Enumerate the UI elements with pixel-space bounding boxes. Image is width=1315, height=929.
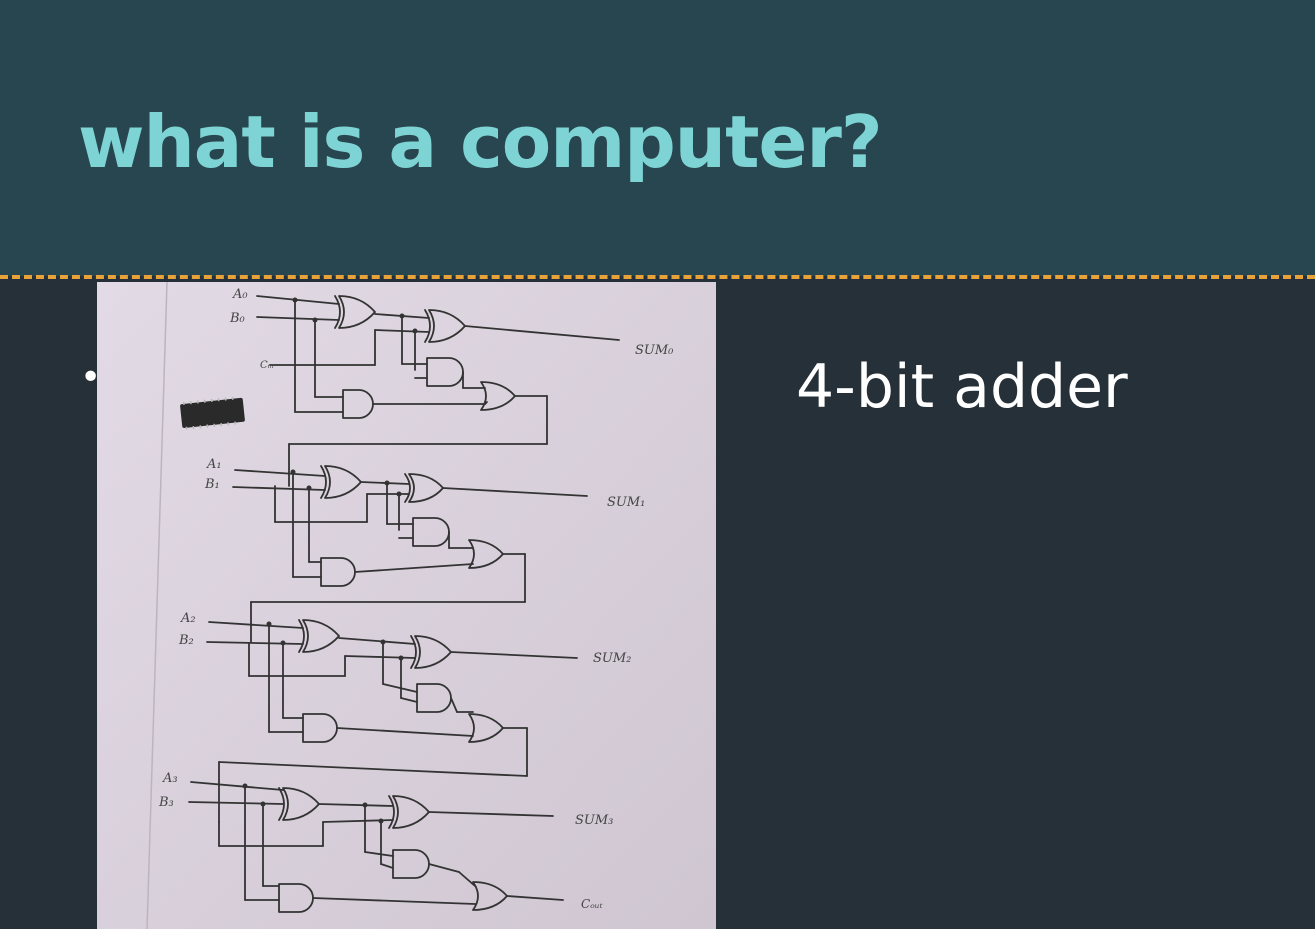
full-adder-stage-2 — [206, 619, 578, 823]
full-adder-stage-3 — [188, 781, 564, 913]
label-cout: Cₒᵤₜ — [581, 897, 603, 911]
label-sum2: SUM₂ — [593, 651, 631, 666]
ic-chip — [180, 396, 245, 430]
label-b1: B₁ — [204, 477, 220, 492]
label-sum1: SUM₁ — [607, 495, 645, 510]
label-b3: B₃ — [158, 795, 174, 810]
label-cin: Cᵢₙ — [260, 360, 274, 371]
label-sum3: SUM₃ — [575, 813, 613, 828]
adder-circuit-photo: A₀ B₀ Cᵢₙ SUM₀ A₁ B₁ SUM₁ A₂ B₂ SUM₂ A₃ … — [97, 282, 716, 929]
label-a1: A₁ — [206, 457, 222, 472]
header-divider — [0, 275, 1315, 279]
slide-title: what is a computer? — [78, 100, 883, 184]
slide-header: what is a computer? — [0, 0, 1315, 276]
label-b2: B₂ — [178, 633, 194, 648]
label-a0: A₀ — [232, 287, 248, 302]
label-b0: B₀ — [229, 311, 246, 326]
adder-caption: 4-bit adder — [796, 352, 1128, 422]
bullet-marker: • — [80, 357, 102, 398]
label-sum0: SUM₀ — [635, 343, 674, 358]
label-a2: A₂ — [180, 611, 196, 626]
label-a3: A₃ — [162, 771, 178, 786]
full-adder-stage-0 — [256, 295, 620, 487]
full-adder-stage-1 — [232, 465, 588, 643]
junction-dots — [242, 297, 418, 824]
paper-edge-line — [146, 282, 168, 929]
